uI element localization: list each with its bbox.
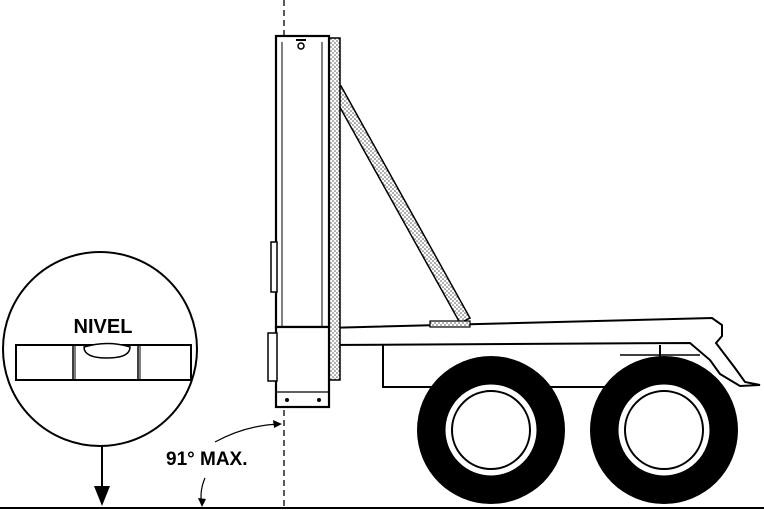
support-brace xyxy=(331,84,472,324)
level-bubble xyxy=(83,342,131,359)
down-arrow-icon xyxy=(94,446,110,506)
wheel-rear xyxy=(590,356,738,504)
angle-annotation: 91° MAX. xyxy=(166,420,282,507)
sign-board xyxy=(267,34,341,409)
level-label: NIVEL xyxy=(74,316,133,338)
spirit-level-icon xyxy=(15,342,192,381)
angle-label: 91° MAX. xyxy=(166,449,248,470)
level-callout: NIVEL xyxy=(2,251,198,447)
wheel-front xyxy=(417,356,565,504)
brace-base-plate xyxy=(429,320,471,328)
